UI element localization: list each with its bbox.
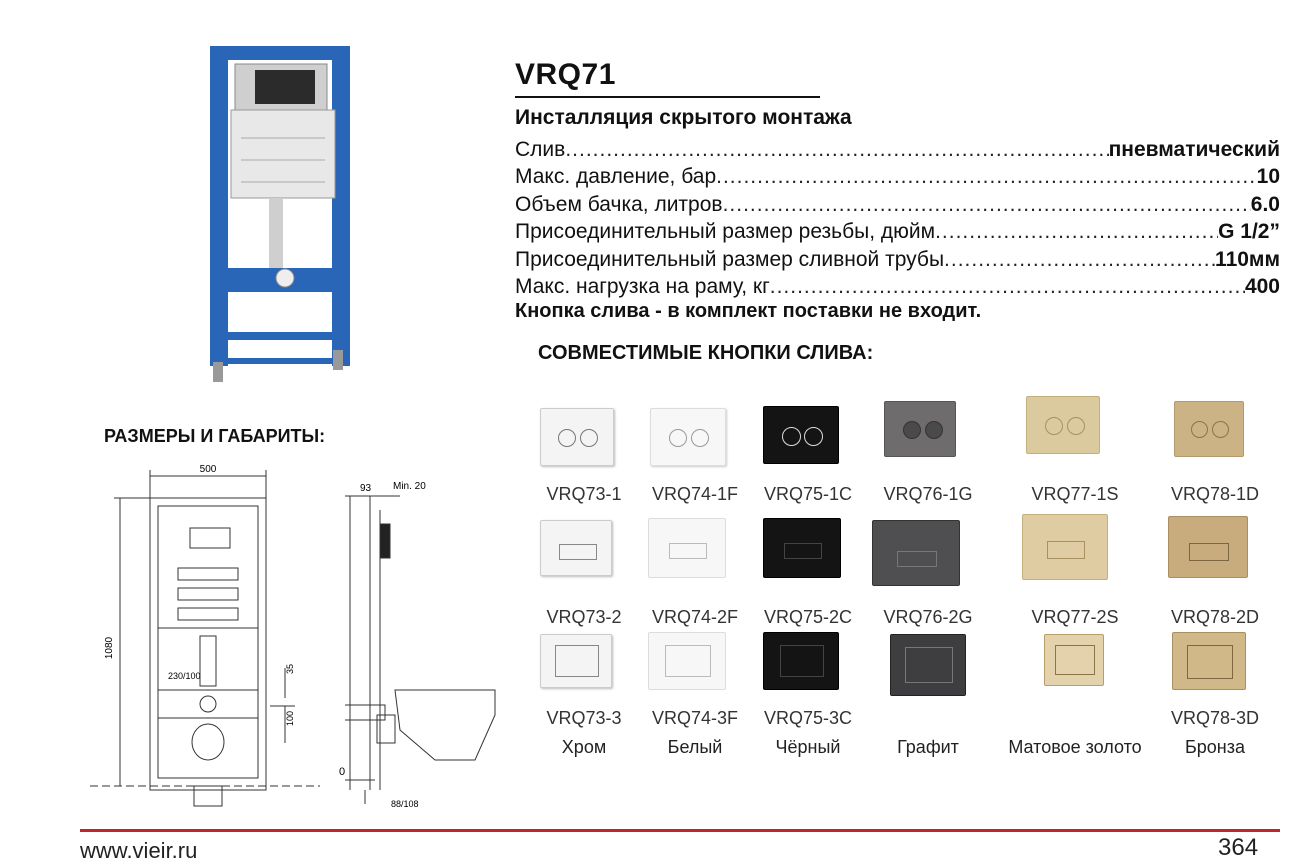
spec-list: Слив пневматический Макс. давление, бар 10… — [515, 134, 1280, 299]
finish-label: Графит — [897, 737, 959, 757]
spec-label: Объем бачка, литров — [515, 192, 723, 216]
flush-plate — [540, 408, 614, 466]
button-code: VRQ78-3D — [1170, 708, 1260, 728]
installation-frame-image — [210, 46, 350, 382]
button-code: VRQ77-2S — [1031, 607, 1119, 627]
spec-value: пневматический — [1108, 137, 1280, 161]
flush-plate — [1174, 401, 1244, 457]
dim-35-label: 35 — [285, 664, 295, 674]
product-subtitle: Инсталляция скрытого монтажа — [515, 106, 852, 129]
button-code: VRQ75-3C — [763, 708, 853, 728]
flush-plate — [1172, 632, 1246, 690]
product-model: VRQ71 — [515, 58, 616, 91]
flush-plate — [540, 634, 612, 688]
finish-label: Хром — [561, 737, 607, 757]
spec-value: 110мм — [1215, 247, 1280, 271]
flush-plate — [1168, 516, 1248, 578]
spec-label: Присоединительный размер сливной трубы — [515, 247, 945, 271]
spec-label: Макс. давление, бар — [515, 165, 717, 188]
flush-plate — [763, 632, 839, 690]
spec-label: Присоединительный размер резьбы, дюйм — [515, 220, 936, 243]
dimensions-heading: РАЗМЕРЫ И ГАБАРИТЫ: — [104, 426, 326, 446]
page-number: 364 — [1218, 834, 1259, 861]
spec-value: G 1/2” — [1218, 220, 1280, 243]
dim-height-label: 1080 — [104, 636, 115, 659]
finish-label: Бронза — [1184, 737, 1246, 757]
flush-plate — [650, 408, 726, 466]
spec-row: Макс. нагрузка на раму, кг 400 — [515, 272, 1280, 300]
spec-value: 400 — [1244, 275, 1280, 298]
title-underline — [515, 96, 820, 98]
spec-row: Объем бачка, литров 6.0 — [515, 189, 1280, 217]
front-dimension-drawing: 500 1080 230/100 35 100 — [90, 464, 320, 807]
button-code: VRQ74-3F — [651, 708, 739, 728]
spec-value: 6.0 — [1250, 192, 1280, 216]
finish-label: Матовое золото — [1008, 737, 1142, 757]
dim-pipe-label: 230/100 — [168, 671, 201, 681]
finish-label: Белый — [667, 737, 723, 757]
flush-plate — [763, 406, 839, 464]
button-code: VRQ73-1 — [546, 484, 622, 504]
spec-value: 10 — [1256, 165, 1280, 188]
side-93-label: 93 — [360, 483, 372, 494]
button-code: VRQ76-1G — [883, 484, 973, 504]
spec-row: Слив пневматический — [515, 134, 1280, 162]
button-code: VRQ76-2G — [883, 607, 973, 627]
spec-label: Макс. нагрузка на раму, кг — [515, 275, 770, 298]
flush-plate — [648, 632, 726, 690]
flush-plate — [763, 518, 841, 578]
dim-width-label: 500 — [200, 464, 217, 475]
button-code: VRQ73-3 — [546, 708, 622, 728]
side-dimension-drawing: 93 Min. 20 0 88/108 — [339, 481, 496, 809]
finish-label: Чёрный — [775, 737, 841, 757]
delivery-note: Кнопка слива - в комплект поставки не вх… — [515, 300, 982, 322]
flush-plate — [648, 518, 726, 578]
dim-100-label: 100 — [285, 711, 295, 726]
flush-plate — [890, 634, 966, 696]
button-code: VRQ75-1C — [763, 484, 853, 504]
spec-row: Макс. давление, бар 10 — [515, 162, 1280, 190]
flush-plate — [1044, 634, 1104, 686]
flush-plate — [540, 520, 612, 576]
flush-plate — [1022, 514, 1108, 580]
spec-label: Слив — [515, 137, 566, 161]
button-code: VRQ73-2 — [546, 607, 622, 627]
side-bottom-label: 88/108 — [391, 799, 419, 809]
side-min-label: Min. 20 — [393, 481, 426, 492]
side-zero-label: 0 — [339, 766, 345, 778]
flush-plate — [1026, 396, 1100, 454]
footer-divider — [80, 829, 1280, 832]
button-code: VRQ78-1D — [1170, 484, 1260, 504]
button-code: VRQ78-2D — [1170, 607, 1260, 627]
flush-plate — [884, 401, 956, 457]
spec-row: Присоединительный размер резьбы, дюйм G 1… — [515, 217, 1280, 245]
button-code: VRQ74-2F — [651, 607, 739, 627]
button-code: VRQ77-1S — [1031, 484, 1119, 504]
button-code: VRQ75-2C — [763, 607, 853, 627]
compatible-heading: СОВМЕСТИМЫЕ КНОПКИ СЛИВА: — [538, 342, 874, 364]
footer-url-link[interactable]: www.vieir.ru — [80, 838, 198, 863]
flush-plate — [872, 520, 960, 586]
spec-row: Присоединительный размер сливной трубы 11… — [515, 244, 1280, 272]
button-code: VRQ74-1F — [651, 484, 739, 504]
